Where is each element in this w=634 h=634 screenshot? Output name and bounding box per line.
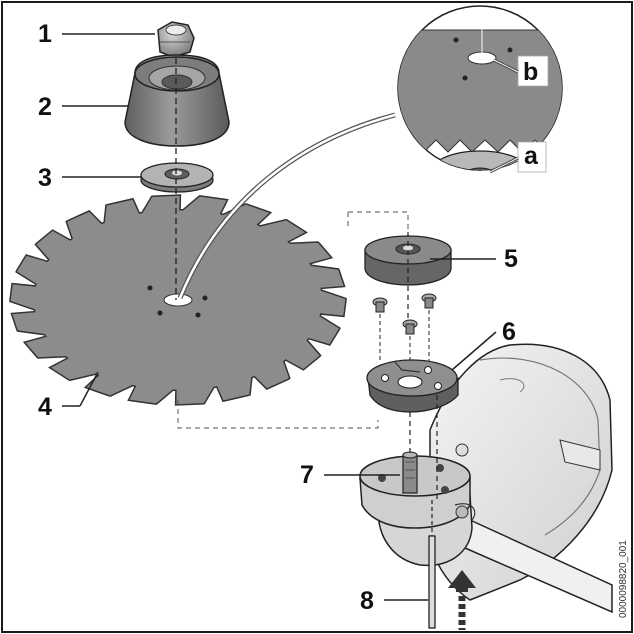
svg-text:2: 2 <box>38 93 52 121</box>
callout-4: 4 <box>38 371 99 421</box>
thrust-cup-2 <box>124 54 230 147</box>
callout-8: 8 <box>360 587 428 615</box>
callout-5: 5 <box>430 245 518 273</box>
drive-plate-6 <box>366 359 459 413</box>
svg-text:1: 1 <box>38 20 52 48</box>
svg-text:6: 6 <box>502 318 516 346</box>
svg-text:5: 5 <box>504 245 518 273</box>
detail-label-a: a <box>489 141 547 174</box>
dashed-link-top <box>348 211 409 240</box>
thrust-washer-3 <box>140 162 214 193</box>
callout-6: 6 <box>451 318 516 371</box>
dashed-link-bottom <box>177 400 379 429</box>
image-code: 0000098820_001 <box>618 540 629 618</box>
svg-text:4: 4 <box>38 393 52 421</box>
svg-text:3: 3 <box>38 164 52 192</box>
svg-text:7: 7 <box>300 461 314 489</box>
detail-label-b: b <box>493 55 549 87</box>
nut-1 <box>157 21 195 58</box>
saw-blade-4 <box>9 194 347 406</box>
locking-pin-8 <box>428 500 436 629</box>
drive-shaft-7 <box>402 451 418 494</box>
svg-text:b: b <box>523 58 538 86</box>
screws <box>372 293 437 362</box>
callout-2: 2 <box>38 93 128 121</box>
svg-text:a: a <box>524 142 539 170</box>
callout-3: 3 <box>38 164 142 192</box>
callout-1: 1 <box>38 20 155 48</box>
svg-text:8: 8 <box>360 587 374 615</box>
insert-arrow <box>448 570 476 630</box>
callout-7: 7 <box>300 461 400 489</box>
